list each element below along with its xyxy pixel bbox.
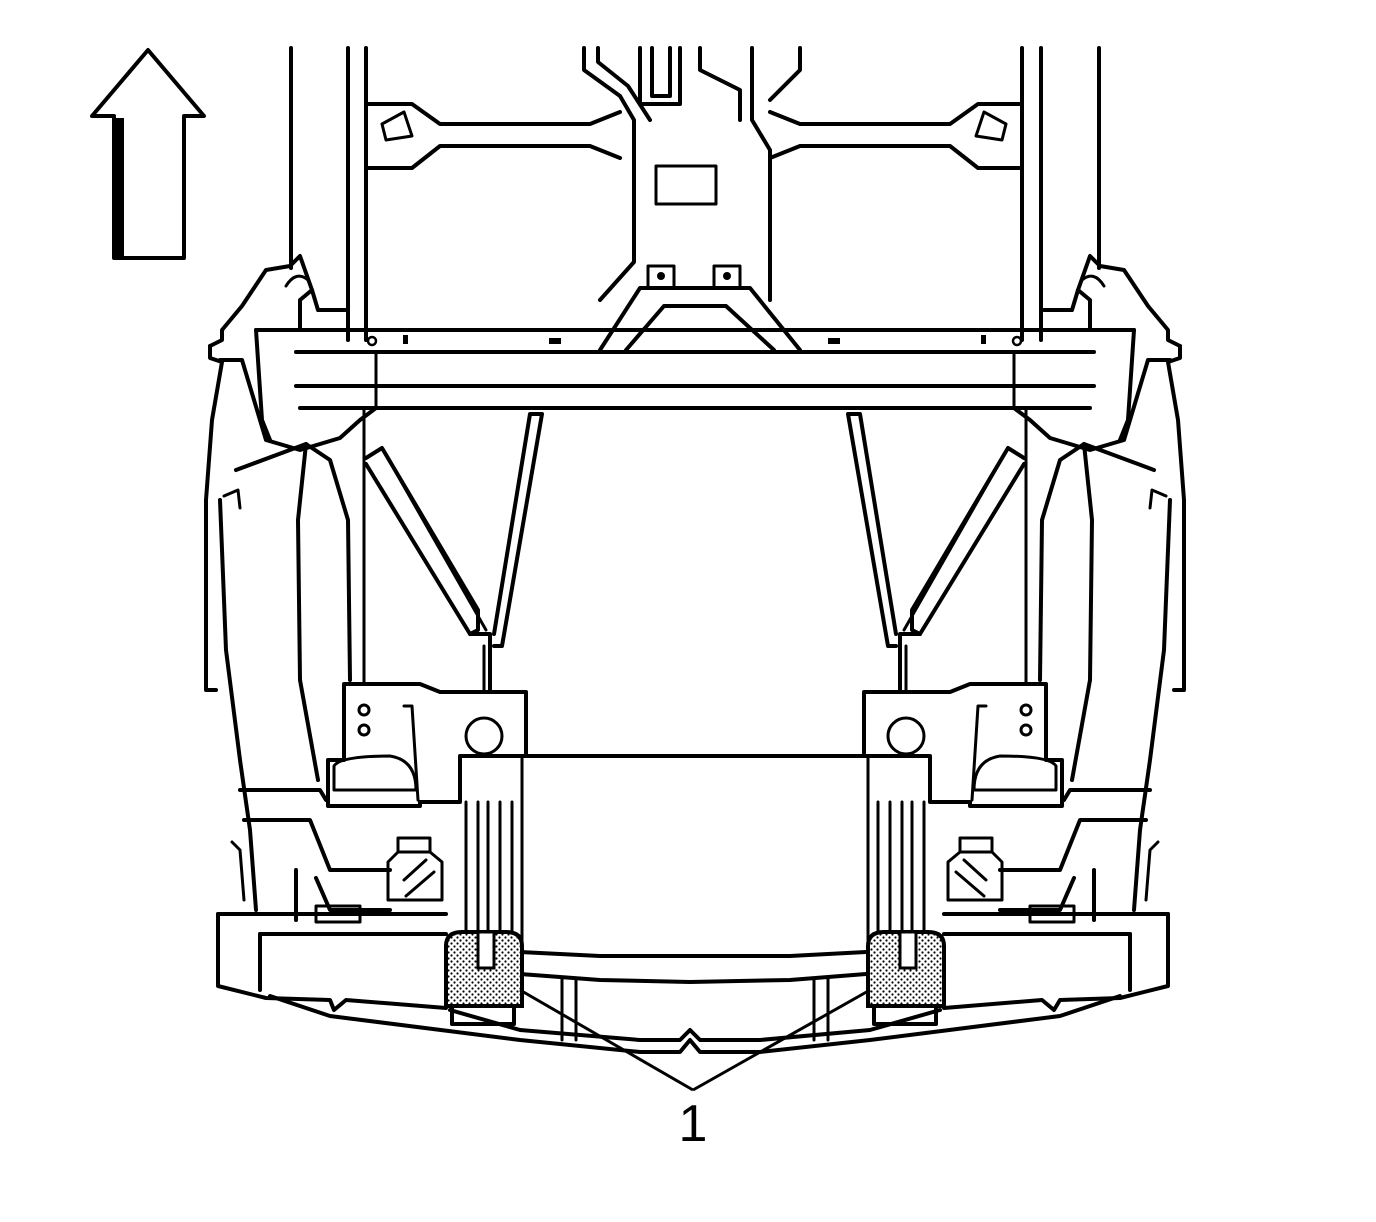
left-frame-pad [444,930,524,1026]
left-side-assembly [204,254,866,962]
front-crossmember [254,328,1136,410]
right-frame-pad [866,930,946,1026]
frame-rails [289,46,1101,342]
callout-1-label: 1 [678,1095,708,1153]
upper-crossmember-left [364,102,622,170]
up-arrow-icon [90,48,206,260]
upper-crossmember-right [768,102,1024,170]
callout-leader-lines [519,988,871,1092]
front-bumper-support [216,912,1170,1054]
center-tunnel [582,46,802,352]
right-side-assembly [846,254,1186,962]
